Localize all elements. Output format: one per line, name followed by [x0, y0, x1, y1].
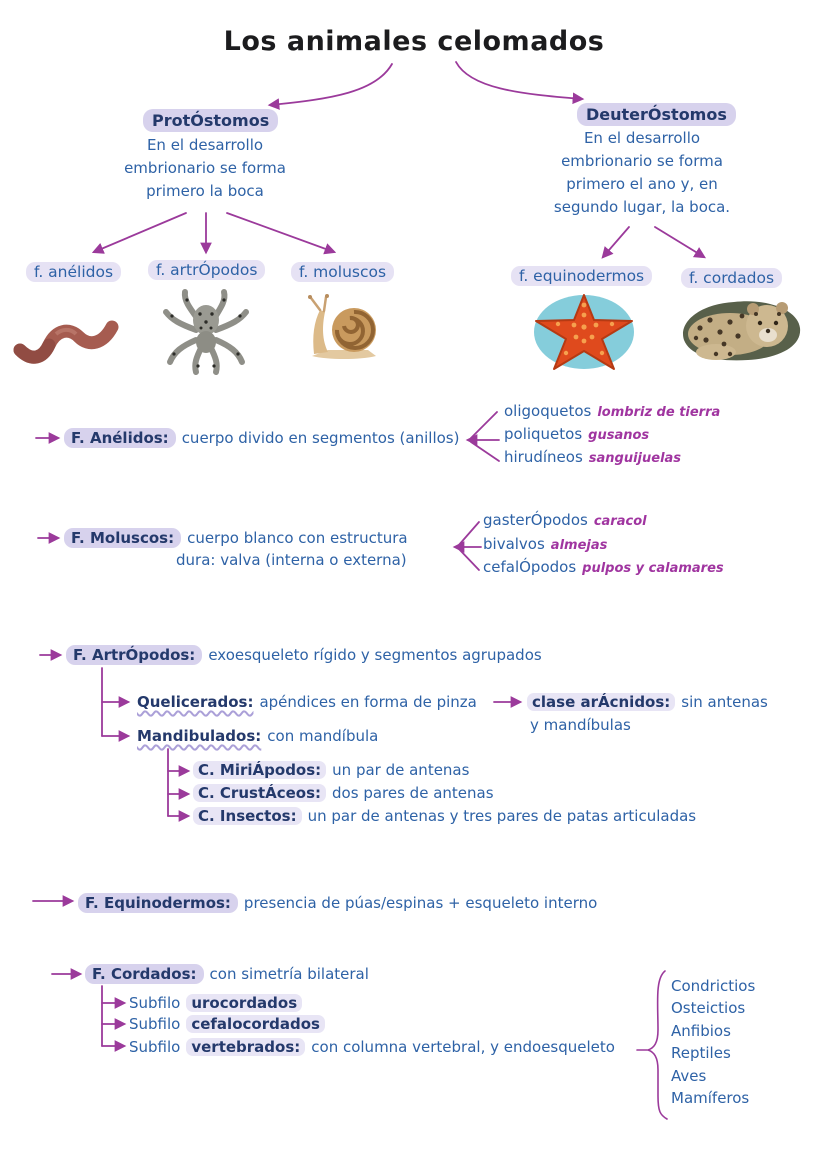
artropodos-class-row: C. Insectos: un par de antenas y tres pa… [193, 807, 696, 825]
class-name: cefalÓpodos [483, 558, 577, 576]
vertebrate-group-item: Osteictios [671, 999, 746, 1018]
cordados-body: con simetría bilateral [209, 965, 369, 983]
artropodos-section-row: F. ArtrÓpodos: exoesqueleto rígido y seg… [66, 645, 542, 665]
subphylum-name: vertebrados: [186, 1038, 306, 1056]
class-example: lombriz de tierra [597, 405, 721, 420]
quelicerados-body: apéndices en forma de pinza [259, 693, 477, 711]
vertebrate-group-item: Aves [671, 1066, 707, 1085]
aracnidos-body-line2: y mandíbulas [530, 716, 631, 734]
class-example: caracol [593, 514, 647, 529]
moluscos-class-row: gasterÓpodos caracol [483, 511, 647, 529]
vertebrate-group-item: Mamíferos [671, 1089, 750, 1108]
aracnidos-body-line1: sin antenas [681, 693, 768, 711]
protostomos-to-moluscos-arrow [226, 212, 337, 255]
moluscos-class-row: bivalvos almejas [483, 535, 607, 553]
equinodermos-body: presencia de púas/espinas + esqueleto in… [243, 894, 598, 912]
anelidos-header: F. Anélidos: [64, 428, 176, 448]
anelidos-class-row: oligoquetos lombriz de tierra [504, 402, 720, 420]
class-name: C. MiriÁpodos: [193, 761, 327, 779]
subphylum-row: Subfilo urocordados [129, 994, 303, 1012]
class-body: un par de antenas y tres pares de patas … [307, 807, 697, 825]
spider-image [160, 288, 252, 380]
subphylum-prefix: Subfilo [129, 1015, 181, 1033]
class-example: almejas [550, 538, 608, 553]
cordados-tree-connectors [101, 985, 127, 1052]
anelidos-body: cuerpo divido en segmentos (anillos) [181, 429, 460, 447]
phylum-label-artropodos: f. artrÓpodos [148, 260, 266, 280]
class-name: hirudíneos [504, 448, 583, 466]
artropodos-class-row: C. MiriÁpodos: un par de antenas [193, 761, 469, 779]
aracnidos-body-line2-row: y mandíbulas [530, 716, 631, 734]
aracnidos-row: clase arÁcnidos: sin antenas [527, 693, 768, 711]
protostomos-label: ProtÓstomos [143, 109, 279, 132]
subphylum-row: Subfilo vertebrados: con columna vertebr… [129, 1038, 615, 1056]
class-name: bivalvos [483, 535, 545, 553]
class-name: gasterÓpodos [483, 511, 588, 529]
cordados-section-row: F. Cordados: con simetría bilateral [85, 964, 369, 984]
moluscos-body-line2: dura: valva (interna o externa) [176, 551, 407, 569]
class-example: gusanos [588, 428, 650, 443]
title-to-deuterostomos-arrow [455, 61, 585, 105]
phylum-label-cordados: f. cordados [681, 268, 783, 288]
snail-image [298, 292, 394, 370]
anelidos-section-row: F. Anélidos: cuerpo divido en segmentos … [64, 428, 459, 448]
class-name: poliquetos [504, 425, 583, 443]
class-example: sanguijuelas [588, 451, 682, 466]
moluscos-body-line2-row: dura: valva (interna o externa) [176, 551, 407, 569]
leopard-image [672, 288, 807, 372]
vertebrate-group-item: Anfibios [671, 1021, 731, 1040]
earthworm-image [10, 298, 125, 372]
class-body: un par de antenas [332, 761, 470, 779]
anelidos-classes-fan [465, 411, 500, 462]
phylum-label-equinodermos: f. equinodermos [511, 266, 653, 286]
subphylum-name: cefalocordados [186, 1015, 325, 1033]
subphylum-row: Subfilo cefalocordados [129, 1015, 325, 1033]
moluscos-classes-fan [452, 521, 482, 571]
aracnidos-name: clase arÁcnidos: [527, 693, 676, 711]
cordados-header: F. Cordados: [85, 964, 204, 984]
moluscos-body-line1: cuerpo blanco con estructura [187, 529, 408, 547]
quelicerados-name: Quelicerados: [137, 693, 254, 711]
anelidos-class-row: poliquetos gusanos [504, 425, 649, 443]
deuterostomos-to-cordados-arrow [654, 226, 706, 259]
moluscos-class-row: cefalÓpodos pulpos y calamares [483, 558, 724, 576]
class-example: pulpos y calamares [582, 561, 724, 576]
deuterostomos-to-equinodermos-arrow [601, 226, 630, 259]
anelidos-class-row: hirudíneos sanguijuelas [504, 448, 681, 466]
deuterostomos-description: En el desarrollo embrionario se forma pr… [553, 129, 731, 216]
title-to-protostomos-arrow [267, 63, 393, 110]
equinodermos-header: F. Equinodermos: [78, 893, 238, 913]
subphylum-prefix: Subfilo [129, 1038, 181, 1056]
class-name: C. CrustÁceos: [193, 784, 327, 802]
deuterostomos-label: DeuterÓstomos [577, 103, 736, 126]
protostomos-to-anelidos-arrow [91, 212, 187, 254]
subphylum-name: urocordados [186, 994, 303, 1012]
mandibulados-body: con mandíbula [267, 727, 379, 745]
page-title: Los animales celomados [223, 26, 605, 57]
vertebrate-groups-list: Condrictios Osteictios Anfibios Reptiles… [671, 975, 755, 1109]
class-name: oligoquetos [504, 402, 592, 420]
artropodos-body: exoesqueleto rígido y segmentos agrupado… [208, 646, 542, 664]
subphylum-prefix: Subfilo [129, 994, 181, 1012]
vertebrate-group-item: Condrictios [671, 977, 756, 995]
vertebrate-groups-brace [636, 970, 668, 1120]
starfish-image [528, 291, 640, 377]
artropodos-header: F. ArtrÓpodos: [66, 645, 203, 665]
quelicerados-row: Quelicerados: apéndices en forma de pinz… [137, 693, 477, 711]
protostomos-description: En el desarrollo embrionario se forma pr… [124, 136, 286, 200]
mandibulados-row: Mandibulados: con mandíbula [137, 727, 378, 745]
phylum-label-anelidos: f. anélidos [26, 262, 122, 282]
equinodermos-section-row: F. Equinodermos: presencia de púas/espin… [78, 893, 597, 913]
moluscos-header: F. Moluscos: [64, 528, 182, 548]
artropodos-class-row: C. CrustÁceos: dos pares de antenas [193, 784, 494, 802]
mandibulados-name: Mandibulados: [137, 727, 262, 745]
class-name: C. Insectos: [193, 807, 302, 825]
class-body: dos pares de antenas [332, 784, 494, 802]
moluscos-section-row: F. Moluscos: cuerpo blanco con estructur… [64, 528, 408, 548]
subphylum-rest: con columna vertebral, y endoesqueleto [311, 1038, 615, 1056]
phylum-label-moluscos: f. moluscos [291, 262, 395, 282]
vertebrate-group-item: Reptiles [671, 1044, 731, 1063]
